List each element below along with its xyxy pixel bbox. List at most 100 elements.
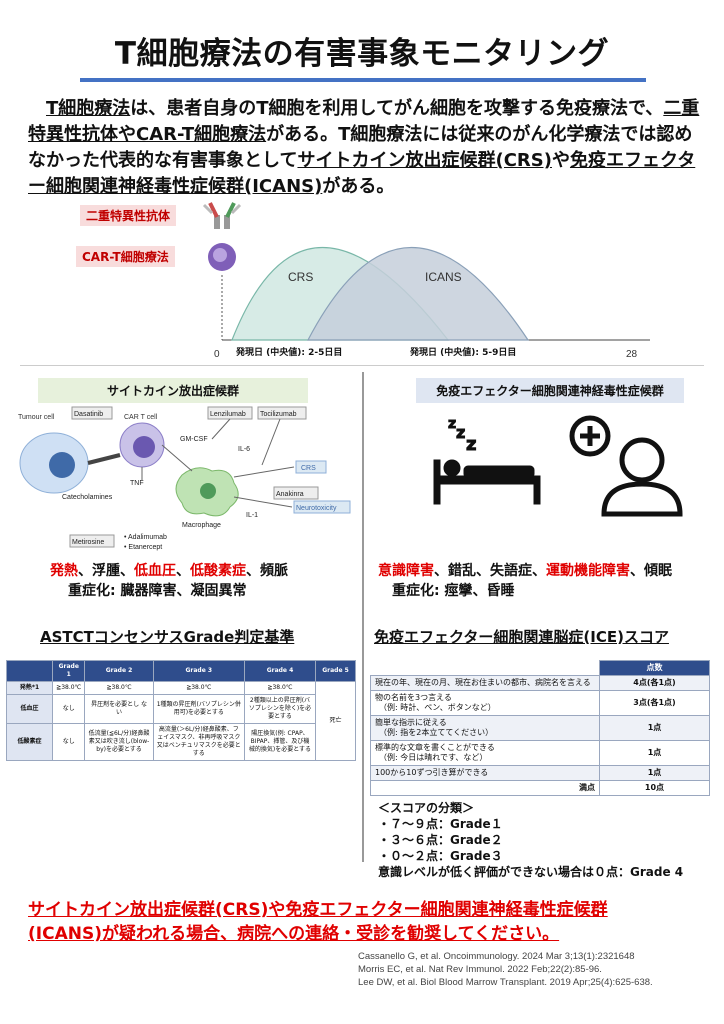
sleeping-bed-icon: z z z [433,416,541,505]
intro-t-cell-therapy: T細胞療法 [46,98,131,119]
reference-item: Cassanello G, et al. Oncoimmunology. 202… [358,951,635,962]
grade-table-header: Grade 1 Grade 2 Grade 3 Grade 4 Grade 5 [6,660,356,682]
table-row: 発熱*1 ≧38.0℃ ≧38.0℃ ≧38.0℃ ≧38.0℃ 死亡 [6,681,356,761]
ice-header-blank [370,660,600,676]
ice-heading: 免疫エフェクター細胞関連脳症(ICE)スコア [374,628,669,646]
grade5-cell: 死亡 [315,681,356,761]
icans-severe-line: 重症化: 痙攣、昏睡 [392,583,515,599]
ice-item: 現在の年、現在の月、現在お住まいの都市、病院名を言える [370,675,600,691]
table-row: 低血圧 なし 昇圧剤を必要とし ない 1種類の昇圧剤(バソプレシン併用可)を必要… [6,694,356,724]
cart-cell-icon [119,422,165,468]
ice-header-points: 点数 [599,660,710,676]
list-item: ・７〜９点：Grade１ [378,817,503,831]
table-cell: ≧38.0℃ [152,681,245,695]
reference-item: Lee DW, et al. Biol Blood Marrow Transpl… [358,977,653,988]
symptom-text: 、頻脈 [246,563,288,579]
ice-total-value: 10点 [599,780,710,796]
label-catecholamines: Catecholamines [62,494,113,501]
crs-severe-line: 重症化: 臓器障害、凝固異常 [68,583,247,599]
label-cart: CAR T cell [124,414,158,421]
key-symptom: 運動機能障害 [546,563,630,579]
icans-curve-label: ICANS [425,270,462,284]
symptom-text: 、浮腫、 [78,563,134,579]
table-row: 物の名前を3つ言える（例: 時計、ペン、ボタンなど）3点(各1点) [370,690,710,716]
label-gmcsf: GM-CSF [180,436,208,443]
list-item: 意識レベルが低く評価ができない場合は０点：Grade 4 [378,865,684,879]
car-t-cell-icon [208,243,236,271]
warning-line1: サイトカイン放出症候群(CRS)や免疫エフェクター細胞関連神経毒性症候群 [28,900,608,920]
svg-text:z: z [466,434,476,455]
table-cell: 2種類以上の昇圧剤(バソプレシンを除く)を必要とする [243,694,317,724]
axis-start-label: 0 [214,349,220,360]
warning-message: サイトカイン放出症候群(CRS)や免疫エフェクター細胞関連神経毒性症候群 (IC… [28,898,708,946]
macrophage-icon [175,467,239,517]
table-row: 標準的な文章を書くことができる（例: 今日は晴れです、など）1点 [370,740,710,766]
symptom-text: 、傾眠 [630,563,672,579]
crs-symptoms-line1: 発熱、浮腫、低血圧、低酸素症、頻脈 [50,560,360,582]
tag-bispecific: 二重特異性抗体 [80,205,177,226]
ice-classification: ＜スコアの分類＞ ・７〜９点：Grade１ ・３〜６点：Grade２ ・０〜２点… [378,800,718,880]
icans-symptoms-line1: 意識障害、錯乱、失語症、運動機能障害、傾眠 [378,560,718,582]
ice-item: 標準的な文章を書くことができる（例: 今日は晴れです、など） [370,740,600,766]
label-metirosine: Metirosine [72,539,104,546]
intro-text-3: や [551,150,570,171]
ice-points: 1点 [599,740,710,766]
crs-section-heading: サイトカイン放出症候群 [38,378,308,403]
section-divider-vertical [362,372,364,862]
intro-text-1: は、患者自身のT細胞を利用してがん細胞を攻撃する免疫療法で、 [130,98,664,119]
axis-end-label: 28 [626,349,638,360]
warning-line2: (ICANS)が疑われる場合、病院への連絡・受診を勧奨してください。 [28,924,560,944]
icans-symptom-list: 意識障害、錯乱、失語症、運動機能障害、傾眠 [378,563,672,579]
table-cell: ≧38.0℃ [243,681,317,695]
key-symptom: 発熱 [50,563,78,579]
arrow-il6-crs [233,466,295,478]
list-item: ・０〜２点：Grade３ [378,849,503,863]
arrow-il1-neuro [233,496,293,508]
crs-symptom-list: 発熱、浮腫、低血圧、低酸素症、頻脈 [50,563,288,579]
table-row: 簡単な指示に従える（例: 指を2本立ててください）1点 [370,715,710,741]
neurotoxicity-box [293,500,351,514]
col-header-grade2: Grade 2 [84,660,154,682]
inhibit-lenzilumab [211,418,231,440]
page-title: T細胞療法の有害事象モニタリング [114,36,610,72]
label-lenzilumab: Lenzilumab [210,411,246,418]
icans-onset-label: 発現日 (中央値): 5-9日目 [409,346,516,358]
table-cell: ≧38.0℃ [51,681,86,695]
ice-total-label: 満点 [370,780,600,796]
ice-table-header: 点数 [370,660,710,676]
ice-points: 4点(各1点) [599,675,710,691]
label-etanercept: • Etanercept [124,544,162,551]
symptom-text: 、錯乱、失語症、 [434,563,546,579]
table-cell: なし [51,694,86,724]
table-cell: 1種類の昇圧剤(バソプレシン併用可)を必要とする [152,694,245,724]
label-il1: IL-1 [246,512,258,519]
col-header-grade4: Grade 4 [243,660,317,682]
classification-title: ＜スコアの分類＞ [378,801,475,815]
title-underline [80,78,646,82]
key-symptom: 意識障害 [378,563,434,579]
key-symptom: 低血圧 [134,563,176,579]
col-header-grade5: Grade 5 [315,660,356,682]
icans-curve [307,247,530,341]
label-tumour: Tumour cell [18,414,55,421]
inhibit-tocilizumab [261,418,281,466]
list-item: ・３〜６点：Grade２ [378,833,503,847]
ice-points: 1点 [599,715,710,741]
svg-text:z: z [448,416,456,432]
astct-heading: ASTCTコンセンサスGrade判定基準 [40,628,295,646]
intro-icans: 免疫エフェクター細胞関連神経毒性症候群(ICANS) [28,150,696,197]
icans-section-heading: 免疫エフェクター細胞関連神経毒性症候群 [416,378,684,403]
arrow-cart-macrophage [161,444,193,472]
reference-item: Morris EC, et al. Nat Rev Immunol. 2022 … [358,964,602,975]
confused-person-icon [569,415,683,517]
icans-icons: z z z [433,415,683,517]
intro-bispecific-cart: 二重特異性抗体やCAR-T細胞療法 [28,98,700,145]
intro-crs: サイトカイン放出症候群(CRS) [297,150,552,171]
label-crs: CRS [301,465,316,472]
tocilizumab-box [257,406,307,420]
